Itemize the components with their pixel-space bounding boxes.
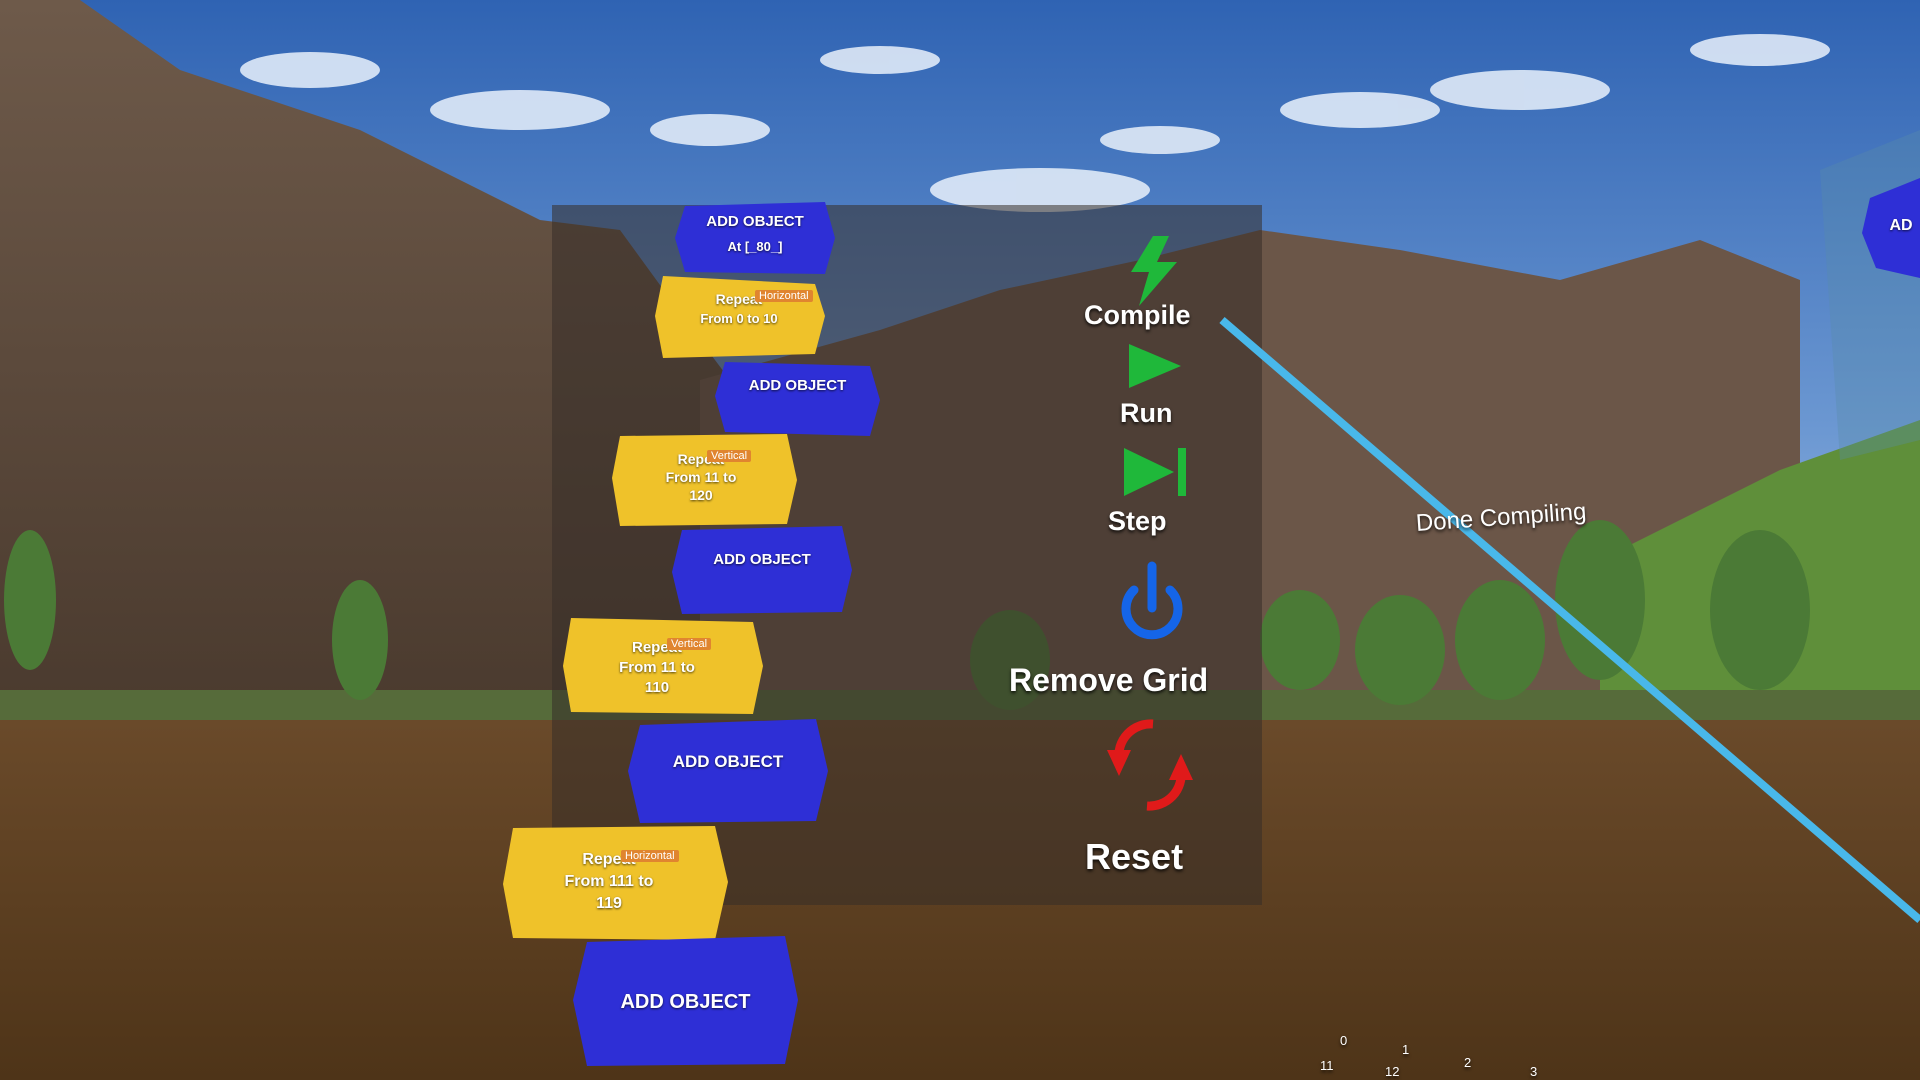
block-sub: At [_80_] xyxy=(727,239,783,254)
grid-label: 12 xyxy=(1385,1064,1400,1079)
run-label: Run xyxy=(1120,398,1173,428)
grid-label: 3 xyxy=(1530,1064,1538,1079)
block-tag: Horizontal xyxy=(621,850,679,862)
block-label: ADD OBJECT xyxy=(672,752,784,771)
right-panel-block[interactable]: AD xyxy=(1862,178,1920,278)
add-object-block[interactable]: ADD OBJECT xyxy=(628,715,828,827)
block-tag: Horizontal xyxy=(755,290,813,302)
block-range: From 0 to 10 xyxy=(700,311,778,326)
block-label: Repeat xyxy=(715,291,763,307)
power-icon xyxy=(1121,561,1183,640)
block-shape xyxy=(563,618,763,714)
refresh-icon xyxy=(1107,719,1193,811)
block-shape xyxy=(1862,178,1920,278)
reset-label: Reset xyxy=(1085,836,1184,877)
pointer-ray xyxy=(1219,316,1920,924)
block-range: From 11 to xyxy=(619,659,695,676)
block-label: Repeat xyxy=(677,451,725,467)
add-object-block[interactable]: ADD OBJECT xyxy=(672,522,852,618)
block-shape xyxy=(573,936,798,1066)
grid-label: 1 xyxy=(1402,1042,1410,1057)
block-shape xyxy=(628,719,828,823)
block-range-end: 119 xyxy=(596,895,622,912)
lightning-bolt-icon xyxy=(1131,236,1177,306)
grid-label: 2 xyxy=(1464,1055,1472,1070)
block-range: From 11 to xyxy=(665,469,737,485)
repeat-block[interactable]: Repeat Vertical From 11 to 110 xyxy=(563,612,763,720)
remove-grid-label: Remove Grid xyxy=(1009,662,1209,698)
block-label: ADD OBJECT xyxy=(748,377,847,394)
block-shape xyxy=(715,362,880,436)
block-tag: Vertical xyxy=(707,450,752,462)
step-button[interactable]: Step xyxy=(1104,444,1214,544)
repeat-block[interactable]: Repeat Horizontal From 0 to 10 xyxy=(655,272,825,360)
grid-label: 0 xyxy=(1340,1033,1348,1048)
block-shape xyxy=(675,202,835,274)
reset-button[interactable]: Reset xyxy=(1075,710,1225,880)
add-object-block[interactable]: ADD OBJECT At [_80_] xyxy=(675,198,835,278)
block-label: ADD OBJECT xyxy=(620,991,751,1013)
block-label: ADD OBJECT xyxy=(713,551,811,568)
step-label: Step xyxy=(1108,506,1167,536)
compile-label: Compile xyxy=(1084,300,1191,330)
block-range-end: 110 xyxy=(644,679,670,696)
block-label: AD xyxy=(1889,217,1913,234)
block-range: From 111 to xyxy=(564,873,654,890)
add-object-block[interactable]: ADD OBJECT xyxy=(715,356,880,440)
remove-grid-button[interactable]: Remove Grid xyxy=(1005,560,1295,705)
compile-button[interactable]: Compile xyxy=(1080,232,1230,337)
block-shape xyxy=(672,526,852,614)
repeat-block[interactable]: Repeat Horizontal From 111 to 119 xyxy=(503,818,728,946)
clouds xyxy=(240,34,1830,212)
repeat-block[interactable]: Repeat Vertical From 11 to 120 xyxy=(612,428,797,530)
step-forward-icon xyxy=(1124,448,1186,496)
play-icon xyxy=(1129,344,1181,388)
trees xyxy=(4,520,1810,710)
grid-label: 11 xyxy=(1320,1058,1334,1073)
block-range-end: 120 xyxy=(689,487,713,503)
block-label: ADD OBJECT xyxy=(706,213,804,230)
block-label: Repeat xyxy=(631,639,683,656)
block-tag: Vertical xyxy=(667,638,712,650)
run-button[interactable]: Run xyxy=(1110,340,1210,435)
add-object-block[interactable]: ADD OBJECT xyxy=(573,930,798,1070)
